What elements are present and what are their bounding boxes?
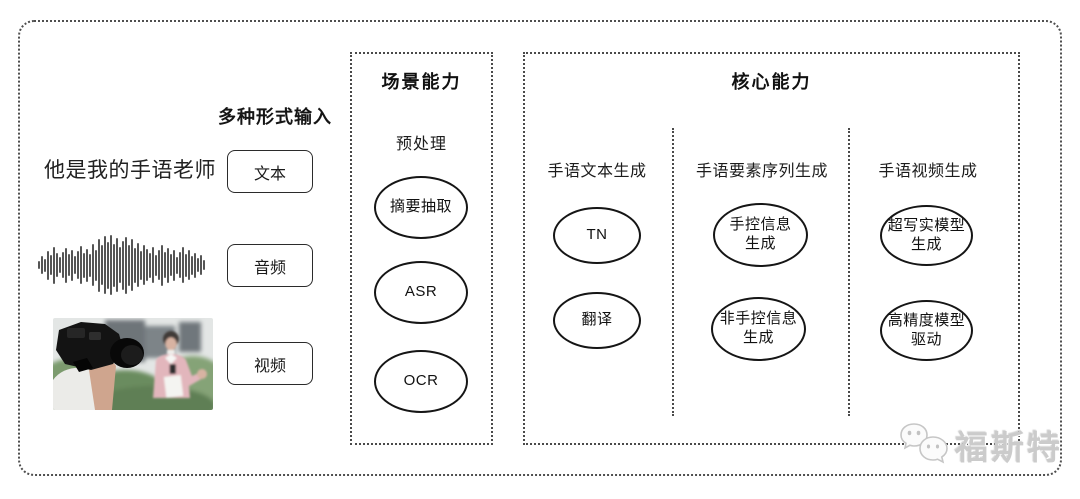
core-column-divider-1 [672,128,674,416]
node-manual-info-generation: 手控信息 生成 [713,203,808,267]
camera-reporter-photo [53,318,213,410]
node-non-manual-info-generation: 非手控信息 生成 [711,297,806,361]
input-box-text-label: 文本 [253,165,286,183]
node-asr: ASR [374,261,468,324]
core-column-divider-2 [848,128,850,416]
node-ocr: OCR [374,350,468,413]
outer-dotted-frame [18,20,1062,476]
node-tn-label: TN [586,226,608,244]
node-summary-extraction: 摘要抽取 [374,176,468,239]
node-tn: TN [553,207,641,264]
scene-capability-box [350,52,493,445]
node-ocr-label: OCR [403,372,439,390]
node-high-precision-model-driving-label: 高精度模型 驱动 [887,311,966,348]
node-translation: 翻译 [553,292,641,349]
input-box-video-label: 视频 [253,357,286,375]
column-header-sign-video-generation: 手语视频生成 [878,163,978,180]
node-summary-extraction-label: 摘要抽取 [389,198,452,216]
video-thumbnail-image [53,318,213,410]
watermark: 福斯特 [897,421,1063,469]
watermark-text: 福斯特 [955,429,1063,466]
node-high-precision-model-driving: 高精度模型 驱动 [880,300,973,361]
node-manual-info-generation-label: 手控信息 生成 [729,216,792,252]
preprocess-label: 预处理 [395,136,447,153]
input-box-text: 文本 [227,150,313,193]
column-header-sign-text-generation: 手语文本生成 [547,163,647,180]
input-box-audio-label: 音频 [253,259,286,277]
core-capability-title: 核心能力 [731,72,812,92]
node-asr-label: ASR [404,283,438,301]
core-capability-box [523,52,1020,445]
scene-capability-title: 场景能力 [381,72,462,92]
input-section-title: 多种形式输入 [218,107,332,127]
audio-waveform [38,233,218,297]
node-translation-label: 翻译 [581,311,613,329]
sample-text-sentence: 他是我的手语老师 [44,159,216,182]
node-non-manual-info-generation-label: 非手控信息 生成 [719,310,798,346]
input-box-audio: 音频 [227,244,313,287]
node-hyperreal-model-generation-label: 超写实模型 生成 [887,216,966,253]
node-hyperreal-model-generation: 超写实模型 生成 [880,205,973,266]
wechat-bubbles-icon [900,423,948,464]
input-box-video: 视频 [227,342,313,385]
column-header-sign-element-sequence-generation: 手语要素序列生成 [695,163,828,180]
